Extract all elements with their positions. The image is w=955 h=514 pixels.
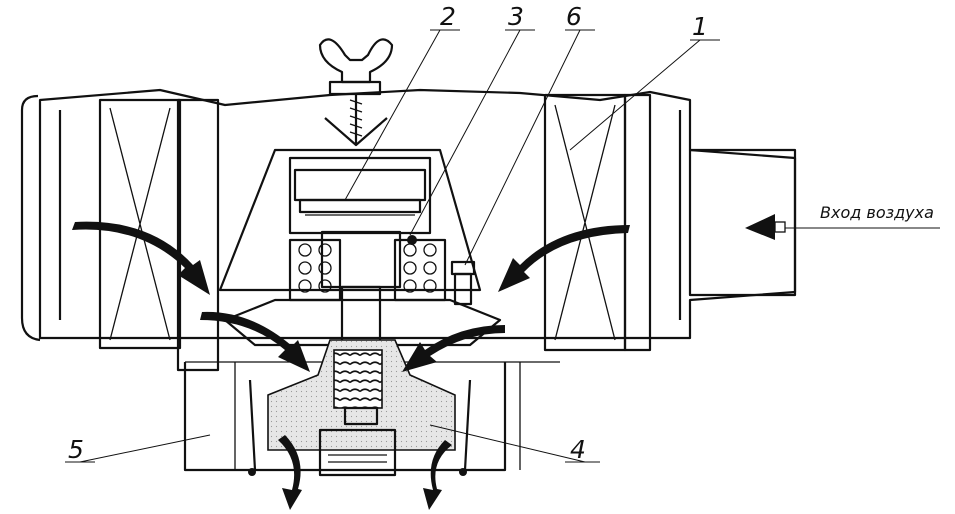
- callout-3: 3: [508, 2, 524, 31]
- callout-1: 1: [692, 12, 708, 41]
- base-plate: [223, 298, 502, 347]
- callout-2: 2: [440, 2, 456, 31]
- left-filter-element: [98, 98, 220, 372]
- flow-arrows: [72, 221, 630, 510]
- leader-lines: [65, 29, 720, 463]
- drain-plug: [450, 260, 476, 306]
- piston: [293, 168, 427, 216]
- callout-5: 5: [68, 435, 84, 464]
- center-cap: [218, 117, 482, 292]
- outer-housing: [20, 88, 797, 363]
- wing-nut: [318, 38, 394, 145]
- centrifuge-rotor: [267, 339, 456, 477]
- air-inlet-label: Вход воздуха: [820, 203, 934, 222]
- lower-housing: [183, 362, 521, 476]
- callout-6: 6: [566, 2, 582, 31]
- right-filter-element: [543, 93, 652, 352]
- inlet-duct: [688, 148, 940, 297]
- callout-4: 4: [570, 435, 586, 464]
